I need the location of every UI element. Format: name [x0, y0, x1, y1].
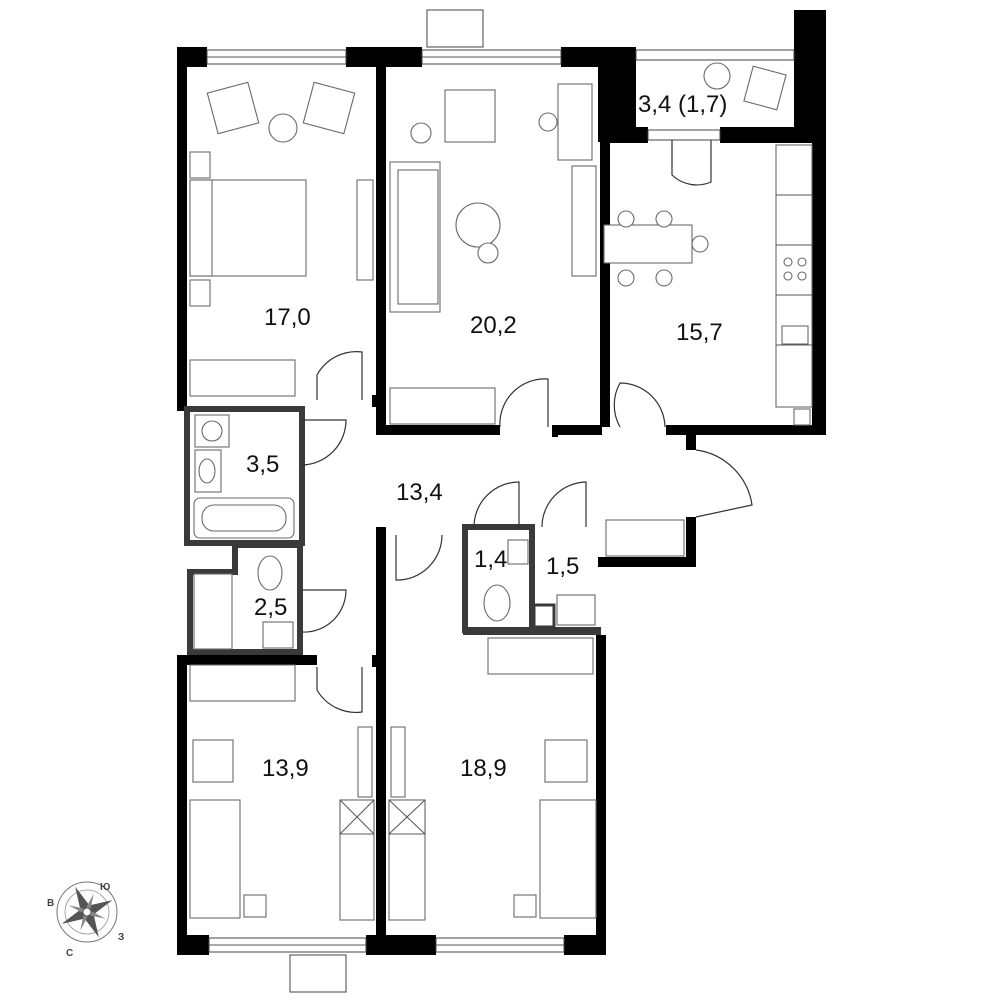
furniture	[189, 62, 813, 921]
coffee-table-icon	[455, 202, 501, 248]
compass-letter-east: В	[47, 898, 54, 909]
wardrobe-icon	[356, 179, 374, 281]
sofa-icon	[389, 161, 441, 313]
bathtub-icon	[193, 497, 295, 539]
washing-machine-icon	[194, 414, 230, 448]
bed-icon	[189, 151, 307, 307]
room-area-bedroom-bottom-left: 13,9	[262, 755, 309, 782]
windows	[206, 9, 795, 993]
sink-icon	[507, 539, 529, 565]
bathtub-icon	[193, 573, 233, 650]
desk-icon	[339, 726, 375, 921]
desk-icon	[557, 83, 593, 161]
sink-icon	[194, 449, 222, 493]
room-area-shower-room: 2,5	[254, 594, 287, 621]
room-area-storage: 1,5	[546, 553, 579, 580]
chair-icon	[538, 112, 558, 132]
toilet-icon	[257, 555, 283, 591]
dining-table-icon	[603, 210, 709, 287]
room-area-wc: 1,4	[474, 546, 507, 573]
room-area-hallway: 13,4	[396, 479, 443, 506]
room-area-bathroom: 3,5	[246, 451, 279, 478]
room-labels: 17,0 20,2 3,4 (1,7) 15,7 3,5 13,4 1,4 1,…	[246, 91, 727, 782]
balcony-chair-icon	[743, 65, 787, 111]
bed-icon	[189, 799, 267, 919]
balcony-table-icon	[703, 62, 731, 90]
armchair-icon	[544, 739, 588, 783]
armchair-icon	[206, 81, 356, 135]
compass-icon	[61, 886, 113, 938]
kitchen-counter-icon	[775, 144, 813, 426]
compass-letter-south: Ю	[100, 882, 110, 893]
tv-stand-icon	[571, 165, 597, 277]
room-area-bedroom-top-left: 17,0	[264, 304, 311, 331]
armchair-icon	[192, 739, 234, 783]
room-area-balcony: 3,4 (1,7)	[638, 91, 727, 118]
room-area-bedroom-bottom-right: 18,9	[460, 755, 507, 782]
compass-letter-north: С	[66, 948, 73, 959]
armchair-icon	[444, 89, 496, 143]
bed-icon	[513, 799, 597, 919]
doors	[301, 140, 753, 714]
radiator-icon	[189, 359, 685, 702]
compass-rose: С Ю З В	[47, 881, 124, 959]
room-area-kitchen: 15,7	[676, 319, 723, 346]
toilet-icon	[483, 584, 511, 622]
table-icon	[268, 113, 298, 143]
stool-icon	[477, 242, 499, 264]
sink-icon	[262, 621, 294, 649]
room-area-living-room: 20,2	[470, 312, 517, 339]
desk-icon	[388, 726, 426, 921]
partition-walls	[184, 406, 601, 655]
plant-icon	[410, 122, 432, 144]
exterior-walls	[177, 10, 826, 955]
compass-letter-west: З	[118, 932, 124, 943]
